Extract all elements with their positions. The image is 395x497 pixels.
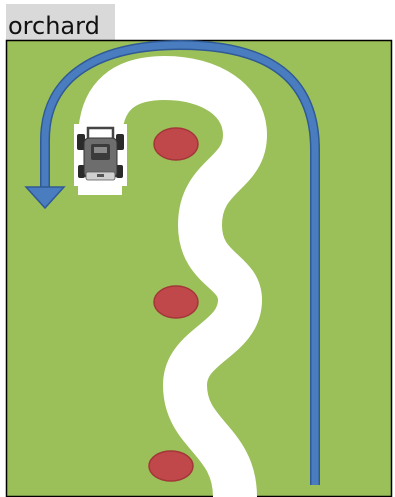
tree-1 bbox=[153, 127, 199, 161]
tree-3 bbox=[148, 450, 194, 482]
mowed-path bbox=[78, 56, 267, 497]
direction-arrow bbox=[24, 40, 320, 485]
lawn-mower-icon bbox=[74, 124, 127, 186]
arrow-down-icon bbox=[24, 186, 66, 210]
tree-2 bbox=[153, 285, 199, 319]
diagram-title: orchard bbox=[6, 4, 115, 41]
